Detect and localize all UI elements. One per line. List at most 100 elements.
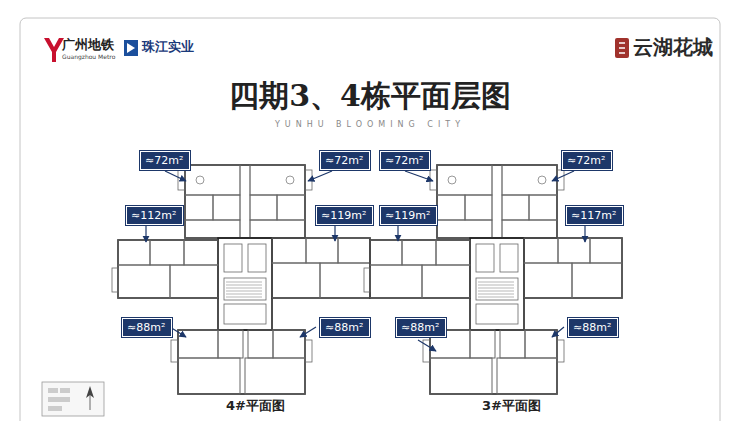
room-wall bbox=[250, 220, 305, 238]
yunhu-seal bbox=[619, 52, 625, 54]
fixture bbox=[196, 176, 204, 184]
metro-logo bbox=[44, 38, 64, 62]
leader-arrow bbox=[418, 340, 436, 351]
room-wall bbox=[248, 330, 273, 358]
room-wall bbox=[422, 265, 470, 298]
room-wall bbox=[364, 268, 370, 292]
area-callout: ≈88m² bbox=[122, 318, 172, 337]
room-wall bbox=[572, 263, 622, 298]
room-wall bbox=[170, 265, 218, 298]
room-wall bbox=[320, 263, 370, 298]
room-wall bbox=[213, 195, 240, 220]
room-wall bbox=[500, 330, 525, 358]
key-plan bbox=[48, 397, 70, 402]
room-wall bbox=[476, 244, 494, 272]
yunhu-seal bbox=[619, 42, 625, 44]
key-plan bbox=[48, 406, 62, 411]
room-wall bbox=[476, 304, 518, 324]
room-wall bbox=[476, 278, 518, 300]
room-wall bbox=[272, 238, 306, 263]
building-plan bbox=[364, 165, 622, 394]
room-wall bbox=[497, 358, 557, 394]
area-text: ≈88m² bbox=[573, 321, 611, 334]
area-callout: ≈72m² bbox=[380, 151, 430, 170]
room-wall bbox=[150, 240, 184, 265]
room-wall bbox=[306, 238, 338, 263]
room-wall bbox=[272, 263, 320, 298]
room-wall bbox=[224, 278, 266, 300]
room-wall bbox=[178, 330, 218, 358]
area-text: ≈88m² bbox=[325, 321, 363, 334]
room-wall bbox=[524, 238, 622, 298]
area-text: ≈119m² bbox=[385, 209, 430, 222]
building-plan bbox=[112, 165, 370, 394]
key-plan bbox=[42, 382, 104, 416]
area-callout: ≈88m² bbox=[568, 318, 618, 337]
room-wall bbox=[171, 340, 178, 362]
north-arrow bbox=[90, 395, 91, 410]
area-text: ≈72m² bbox=[145, 154, 183, 167]
room-wall bbox=[273, 330, 305, 358]
area-text: ≈117m² bbox=[571, 209, 616, 222]
room-wall bbox=[525, 330, 557, 358]
room-wall bbox=[185, 220, 240, 238]
leader-arrows bbox=[146, 171, 585, 351]
logo-text: 广州地铁 bbox=[62, 38, 114, 53]
fixture bbox=[448, 176, 456, 184]
area-callout: ≈72m² bbox=[562, 151, 612, 170]
room-wall bbox=[118, 240, 218, 298]
area-callout: ≈112m² bbox=[126, 206, 183, 225]
stair-tread bbox=[478, 282, 514, 283]
room-wall bbox=[500, 244, 518, 272]
room-wall bbox=[370, 240, 402, 265]
room-wall bbox=[590, 238, 622, 263]
room-wall bbox=[338, 238, 370, 263]
room-wall bbox=[245, 358, 305, 394]
leader-arrow bbox=[334, 226, 335, 241]
title: 四期3、4栋平面层图 bbox=[0, 76, 740, 117]
area-callout: ≈72m² bbox=[140, 151, 190, 170]
room-wall bbox=[402, 240, 436, 265]
key-plan bbox=[60, 388, 70, 393]
plan-caption: 3#平面图 bbox=[482, 399, 541, 414]
stair-tread bbox=[226, 282, 262, 283]
room-wall bbox=[250, 165, 305, 195]
room-wall bbox=[370, 265, 422, 298]
room-wall bbox=[529, 195, 557, 220]
stair-tread bbox=[478, 291, 514, 292]
room-wall bbox=[502, 165, 557, 195]
yunhu-seal bbox=[619, 47, 625, 49]
area-callout: ≈117m² bbox=[566, 206, 623, 225]
pearl-river-logo bbox=[124, 40, 138, 56]
area-callout: ≈72m² bbox=[320, 151, 370, 170]
room-wall bbox=[178, 358, 240, 394]
room-wall bbox=[465, 195, 492, 220]
room-wall bbox=[185, 195, 213, 220]
leader-arrow bbox=[397, 226, 398, 241]
area-text: ≈72m² bbox=[385, 154, 423, 167]
fixture bbox=[286, 176, 294, 184]
stair-tread bbox=[226, 294, 262, 295]
leader-arrow bbox=[145, 226, 146, 242]
room-wall bbox=[112, 268, 118, 292]
room-wall bbox=[277, 195, 305, 220]
room-wall bbox=[305, 340, 312, 362]
area-callout: ≈119m² bbox=[380, 206, 437, 225]
room-wall bbox=[502, 220, 557, 238]
stair-tread bbox=[226, 285, 262, 286]
yunhu-logo bbox=[615, 38, 629, 58]
compass bbox=[42, 382, 104, 416]
subtitle: YUNHU BLOOMING CITY bbox=[0, 120, 740, 129]
room-wall bbox=[436, 240, 470, 265]
pearl-river-logo-mark bbox=[124, 40, 138, 56]
stair-tread bbox=[478, 297, 514, 298]
fixture bbox=[538, 176, 546, 184]
room-wall bbox=[224, 304, 266, 324]
room-wall bbox=[502, 195, 529, 220]
area-text: ≈88m² bbox=[127, 321, 165, 334]
metro-logo-mark bbox=[44, 38, 64, 62]
room-wall bbox=[272, 238, 370, 298]
room-wall bbox=[437, 220, 492, 238]
room-wall bbox=[370, 240, 470, 298]
room-wall bbox=[430, 330, 557, 394]
